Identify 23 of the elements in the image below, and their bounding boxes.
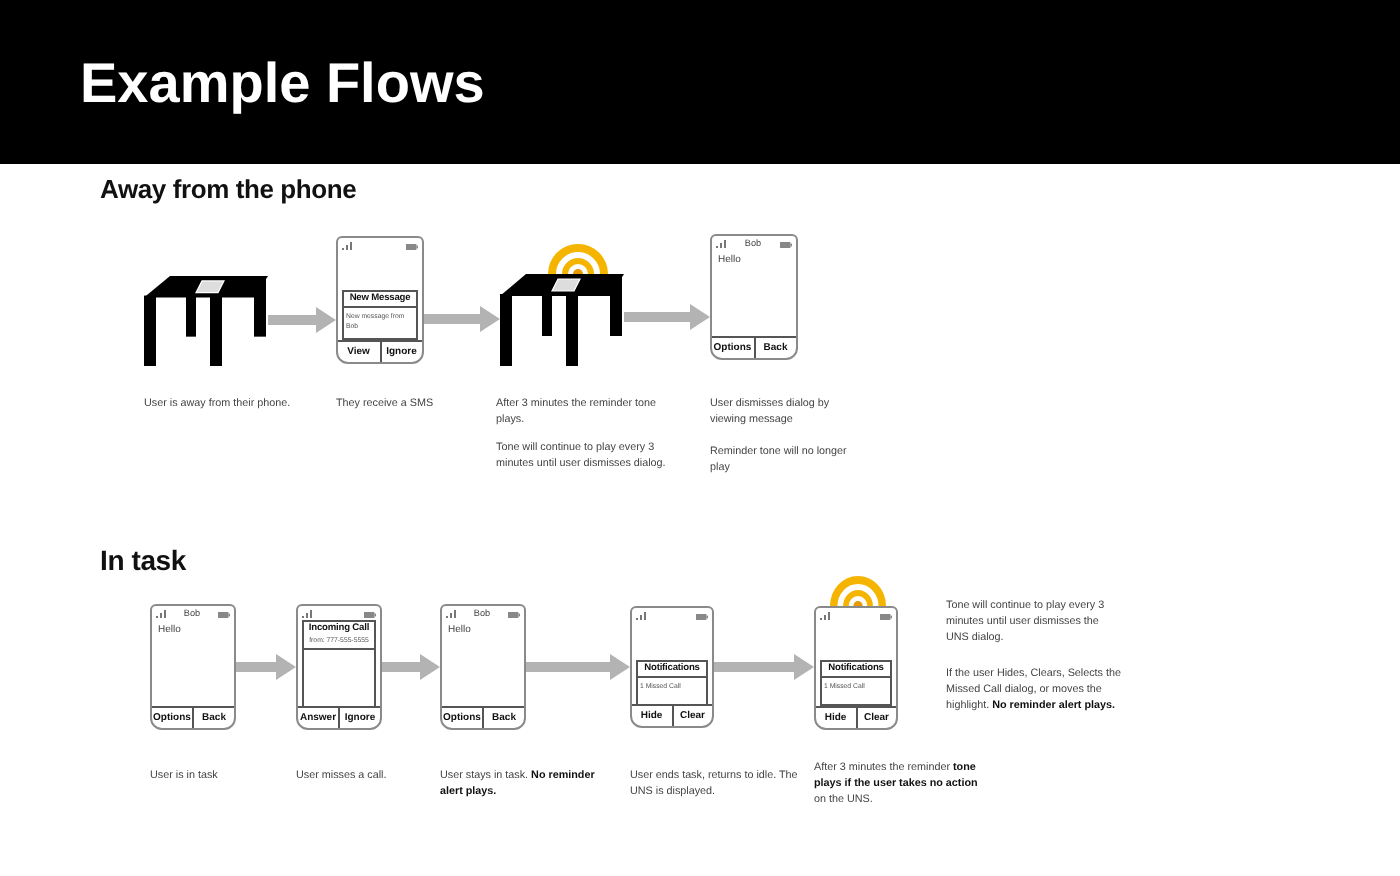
- table-illustration: [144, 276, 268, 366]
- dialog-box: [302, 620, 376, 708]
- dialog-box: [820, 660, 892, 706]
- dialog-box: [636, 660, 708, 706]
- arrow: [714, 654, 814, 680]
- arrow: [268, 307, 336, 333]
- arrow: [424, 306, 500, 332]
- phone-screen: [630, 606, 714, 728]
- dialog-box: [342, 290, 418, 340]
- phone-screen: [336, 236, 424, 364]
- phone-screen: [440, 604, 526, 730]
- phone-screen: [150, 604, 236, 730]
- arrow: [236, 654, 296, 680]
- section-heading: Away from the phone: [100, 172, 357, 206]
- section-heading: In task: [100, 542, 186, 578]
- page-title: Example Flows: [80, 50, 485, 118]
- arrow: [382, 654, 440, 680]
- phone-screen: [814, 606, 898, 730]
- arrow: [526, 654, 630, 680]
- table-illustration: [500, 274, 624, 366]
- arrow: [624, 304, 710, 330]
- phone-screen: [296, 604, 382, 730]
- phone-screen: [710, 234, 798, 360]
